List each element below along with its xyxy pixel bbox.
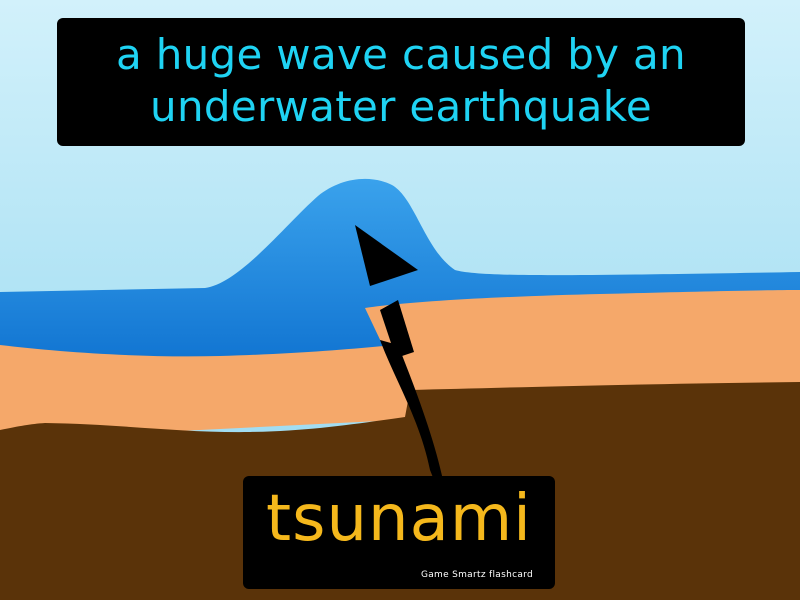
arrow-icon — [355, 225, 418, 358]
term-box: tsunami Game Smartz flashcard — [243, 476, 555, 589]
definition-box: a huge wave caused by an underwater eart… — [57, 18, 745, 146]
fault-line — [380, 340, 446, 495]
term-text: tsunami — [266, 482, 532, 556]
brand-label: Game Smartz flashcard — [420, 570, 533, 580]
definition-text: a huge wave caused by an underwater eart… — [116, 30, 686, 131]
